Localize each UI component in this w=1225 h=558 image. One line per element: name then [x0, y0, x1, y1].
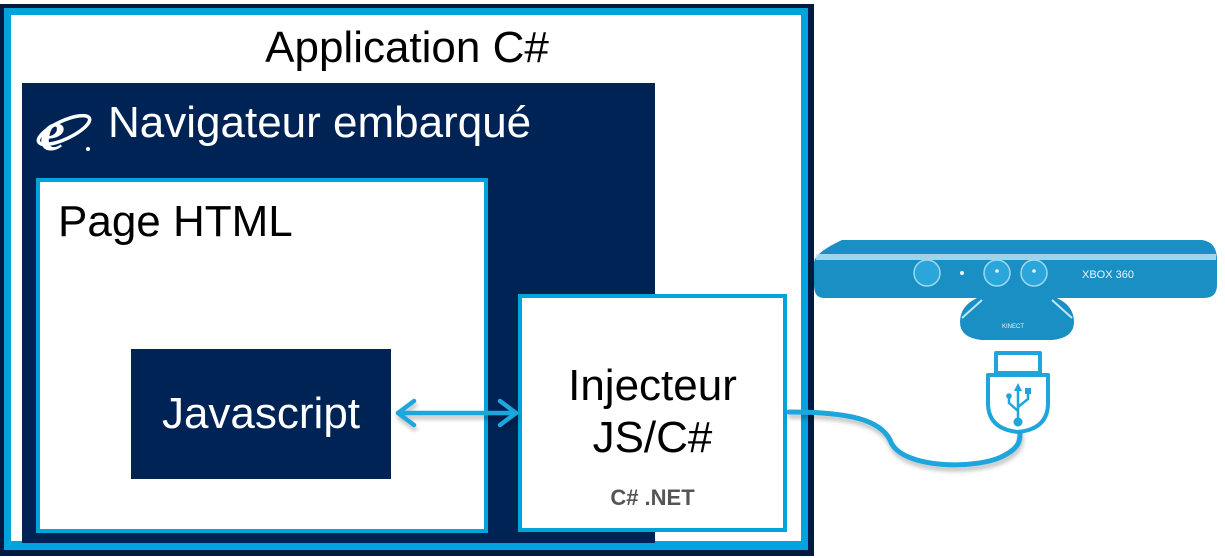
injector-title-line1: Injecteur: [568, 361, 737, 410]
svg-text:e: e: [40, 104, 65, 156]
usb-icon: [986, 351, 1050, 434]
injector-title-line2: JS/C#: [592, 413, 713, 462]
injector-subtitle: C# .NET: [610, 485, 695, 510]
javascript-box: Javascript: [131, 349, 391, 479]
javascript-label: Javascript: [161, 389, 361, 438]
kinect-brand-label: XBOX 360: [1082, 269, 1134, 281]
html-page-title: Page HTML: [58, 197, 293, 246]
application-title: Application C#: [265, 23, 549, 72]
usb-cable: [786, 409, 1023, 468]
kinect-stand-label: KINECT: [1002, 324, 1024, 330]
bidirectional-arrow: [395, 398, 519, 428]
embedded-browser-title: Navigateur embarqué: [108, 98, 532, 147]
kinect-sensor-icon: XBOX 360 KINECT: [814, 240, 1217, 340]
injector-box: [518, 294, 787, 532]
internet-explorer-icon: e: [36, 104, 92, 156]
